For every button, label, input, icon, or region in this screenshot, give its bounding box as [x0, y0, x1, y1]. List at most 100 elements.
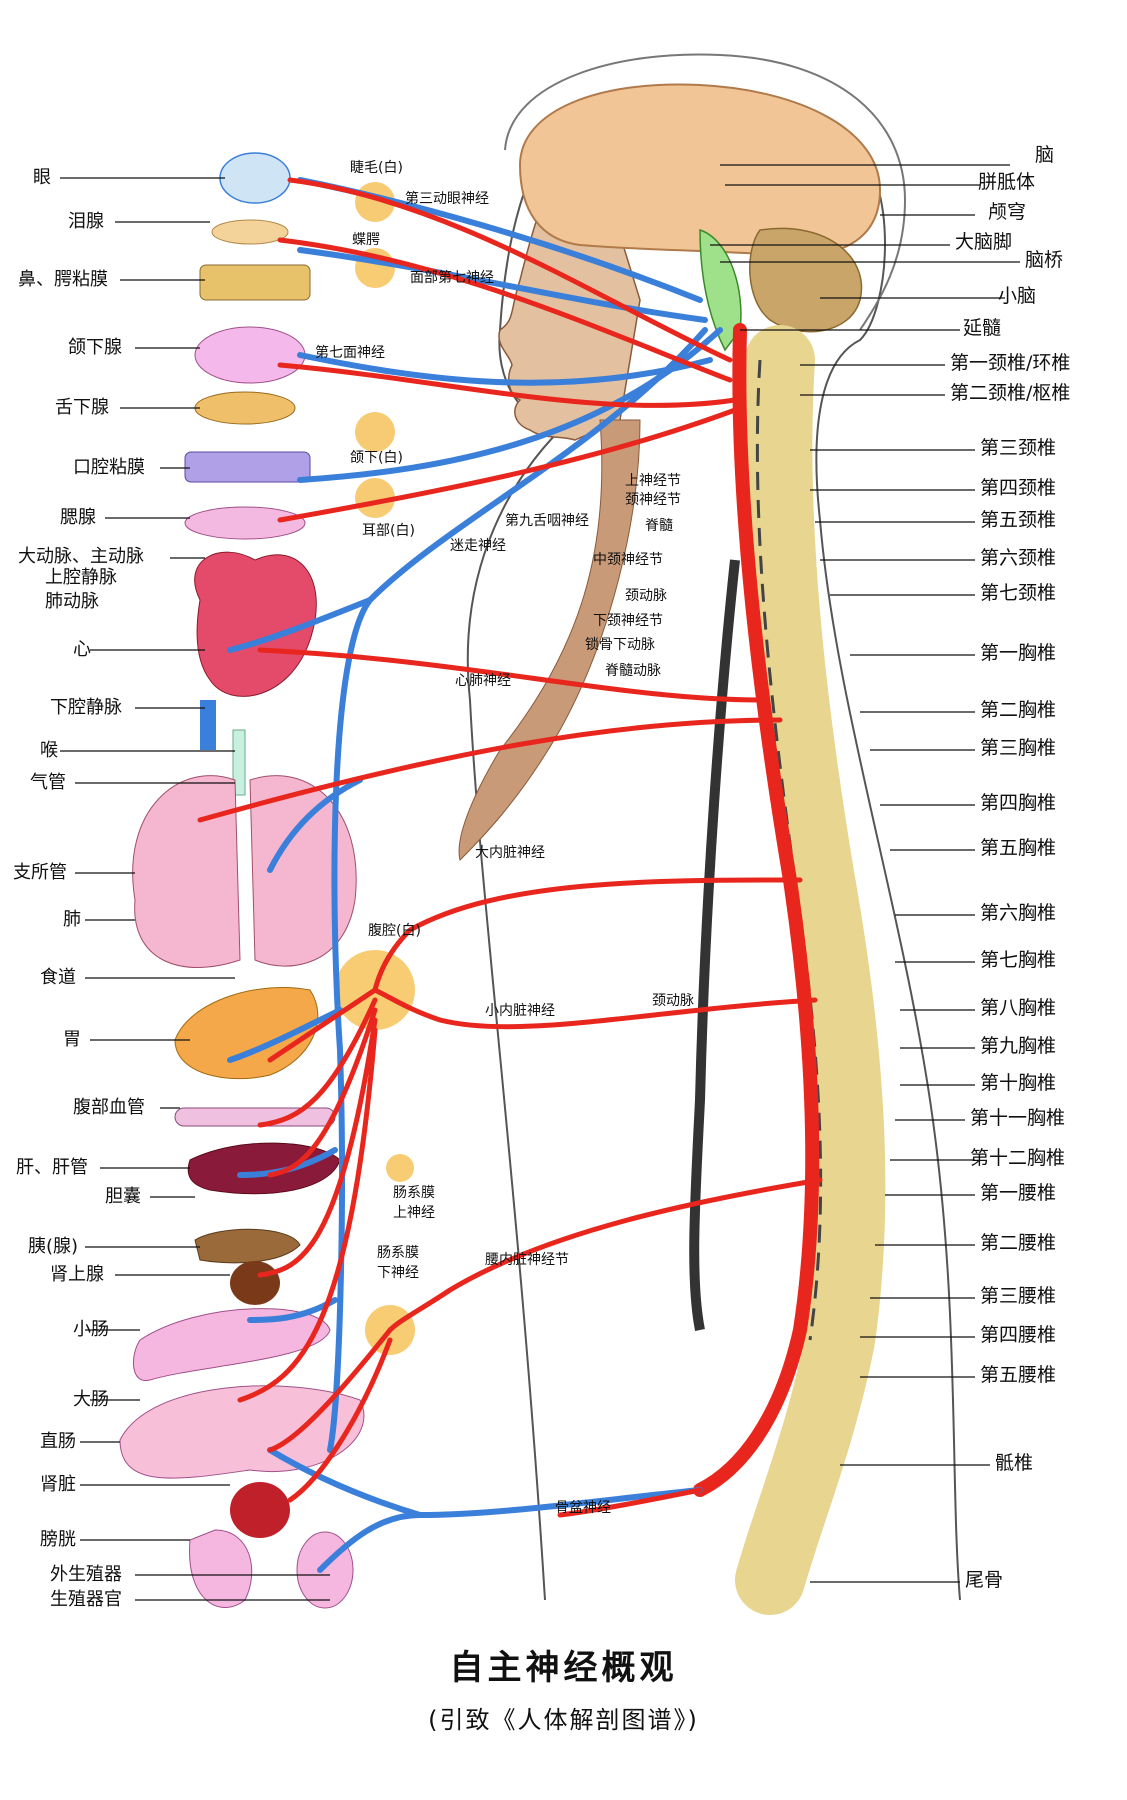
nerve-label: 颈动脉: [625, 588, 667, 604]
spine-label: 第二腰椎: [980, 1232, 1057, 1254]
organ-label: 胆囊: [105, 1186, 141, 1207]
organ-label: 舌下腺: [55, 397, 109, 418]
spine-label: 第一颈椎/环椎: [950, 352, 1071, 374]
spine-label: 第十一胸椎: [970, 1107, 1066, 1129]
spine-label: 脑: [1035, 144, 1055, 166]
nerve-label: 肠系膜: [377, 1245, 419, 1261]
skull: [504, 53, 907, 331]
spine-label: 第十二胸椎: [970, 1147, 1066, 1169]
spine-label: 第五腰椎: [980, 1364, 1057, 1386]
organ-label: 肺动脉: [45, 591, 99, 612]
organ-label: 泪腺: [68, 211, 104, 232]
organ-label: 外生殖器: [50, 1564, 122, 1585]
spine-label: 第一腰椎: [980, 1182, 1057, 1204]
leader-lines: [60, 164, 1020, 1601]
nerve-label: 大内脏神经: [475, 845, 545, 861]
spine-label: 第六胸椎: [980, 902, 1057, 924]
organ-label: 大动脉、主动脉: [18, 546, 144, 567]
organ-label: 气管: [30, 772, 66, 793]
nerve-label: 下神经: [377, 1265, 419, 1281]
organ-label: 大肠: [73, 1389, 109, 1410]
nerve-label: 肠系膜: [393, 1185, 435, 1201]
organ-label: 支所管: [13, 862, 67, 883]
spine-label: 第四颈椎: [980, 477, 1057, 499]
spine-label: 第四胸椎: [980, 792, 1057, 814]
nerve-label: 心肺神经: [455, 673, 511, 689]
organ-label: 胃: [63, 1029, 81, 1050]
pharynx: [458, 419, 641, 861]
diagram-title: 自主神经概观: [449, 1648, 678, 1688]
organ-label: 口腔粘膜: [73, 457, 145, 478]
spine-label: 大脑脚: [955, 231, 1013, 253]
spine-label: 脑桥: [1025, 249, 1064, 271]
organ-label: 肺: [63, 909, 81, 930]
nerve-label: 睫毛(白): [350, 160, 403, 176]
organ-label: 肾脏: [40, 1474, 76, 1495]
sympathetic-nerves: [197, 177, 823, 1518]
organs: [119, 152, 365, 1609]
nerve-label: 颈动脉: [652, 993, 694, 1009]
nerve-label: 脊髓动脉: [605, 663, 661, 679]
organ-label: 上腔静脉: [45, 567, 117, 588]
organ-label: 小肠: [73, 1319, 109, 1340]
organ-label: 眼: [33, 167, 51, 188]
organ-label: 心: [73, 639, 91, 660]
sympathetic-chain: [693, 323, 820, 1497]
nerve-label: 脊髓: [645, 518, 673, 534]
nerve-label: 迷走神经: [450, 538, 506, 554]
spine-label: 第七胸椎: [980, 949, 1057, 971]
organ-label: 直肠: [40, 1431, 76, 1452]
organ-label: 生殖器官: [50, 1589, 122, 1610]
organ-label: 胰(腺): [28, 1236, 79, 1257]
nerve-label: 颈神经节: [625, 492, 681, 508]
spine-label: 尾骨: [965, 1569, 1004, 1591]
spine-label: 第四腰椎: [980, 1324, 1057, 1346]
nerve-label: 骨盆神经: [555, 1500, 611, 1516]
spine-label: 第二颈椎/枢椎: [950, 382, 1071, 404]
nerve-label: 第七面神经: [315, 345, 385, 361]
parasympathetic-nerves: [227, 177, 723, 1573]
spine-label: 第一胸椎: [980, 642, 1057, 664]
spine-label: 小脑: [998, 285, 1037, 307]
spine-label: 颅穹: [988, 201, 1027, 223]
nerve-label: 下颈神经节: [593, 613, 663, 629]
organ-label: 颌下腺: [68, 337, 122, 358]
organ-label: 食道: [40, 967, 76, 988]
organ-label: 喉: [40, 740, 58, 761]
organ-label: 下腔静脉: [50, 697, 122, 718]
organ-label: 肝、肝管: [16, 1157, 88, 1178]
nerve-label: 第三动眼神经: [405, 191, 489, 207]
spine-label: 骶椎: [995, 1452, 1034, 1474]
spine-label: 第三腰椎: [980, 1285, 1057, 1307]
nerve-label: 小内脏神经: [485, 1003, 555, 1019]
nerve-label: 上神经: [393, 1205, 435, 1221]
spine-label: 延髓: [963, 317, 1002, 339]
spine-label: 第六颈椎: [980, 547, 1057, 569]
spine-label: 第五颈椎: [980, 509, 1057, 531]
cerebellum: [749, 227, 863, 333]
brainstem: [699, 228, 742, 352]
spine-label: 第二胸椎: [980, 699, 1057, 721]
brain: [518, 83, 882, 257]
diagram-subtitle: (引致《人体解剖图谱》): [428, 1706, 699, 1734]
organ-label: 肾上腺: [50, 1264, 104, 1285]
spine-label: 第七颈椎: [980, 582, 1057, 604]
nerve-label: 第九舌咽神经: [505, 513, 589, 529]
organ-label: 鼻、腭粘膜: [18, 269, 108, 290]
spine-label: 第五胸椎: [980, 837, 1057, 859]
organ-label: 腹部血管: [73, 1097, 145, 1118]
nerve-label: 面部第七神经: [410, 270, 494, 286]
nerve-label: 腹腔(白): [368, 923, 421, 939]
spine-label: 胼胝体: [978, 171, 1036, 193]
spine-label: 第三颈椎: [980, 437, 1057, 459]
nerve-label: 锁骨下动脉: [585, 637, 655, 653]
spine-label: 第三胸椎: [980, 737, 1057, 759]
spine-label: 第十胸椎: [980, 1072, 1057, 1094]
nerve-label: 耳部(白): [362, 523, 415, 539]
nerve-label: 颌下(白): [350, 450, 403, 466]
nerve-label: 上神经节: [625, 473, 681, 489]
organ-label: 腮腺: [60, 507, 96, 528]
spine-label: 第八胸椎: [980, 997, 1057, 1019]
nerve-label: 中颈神经节: [593, 552, 663, 568]
